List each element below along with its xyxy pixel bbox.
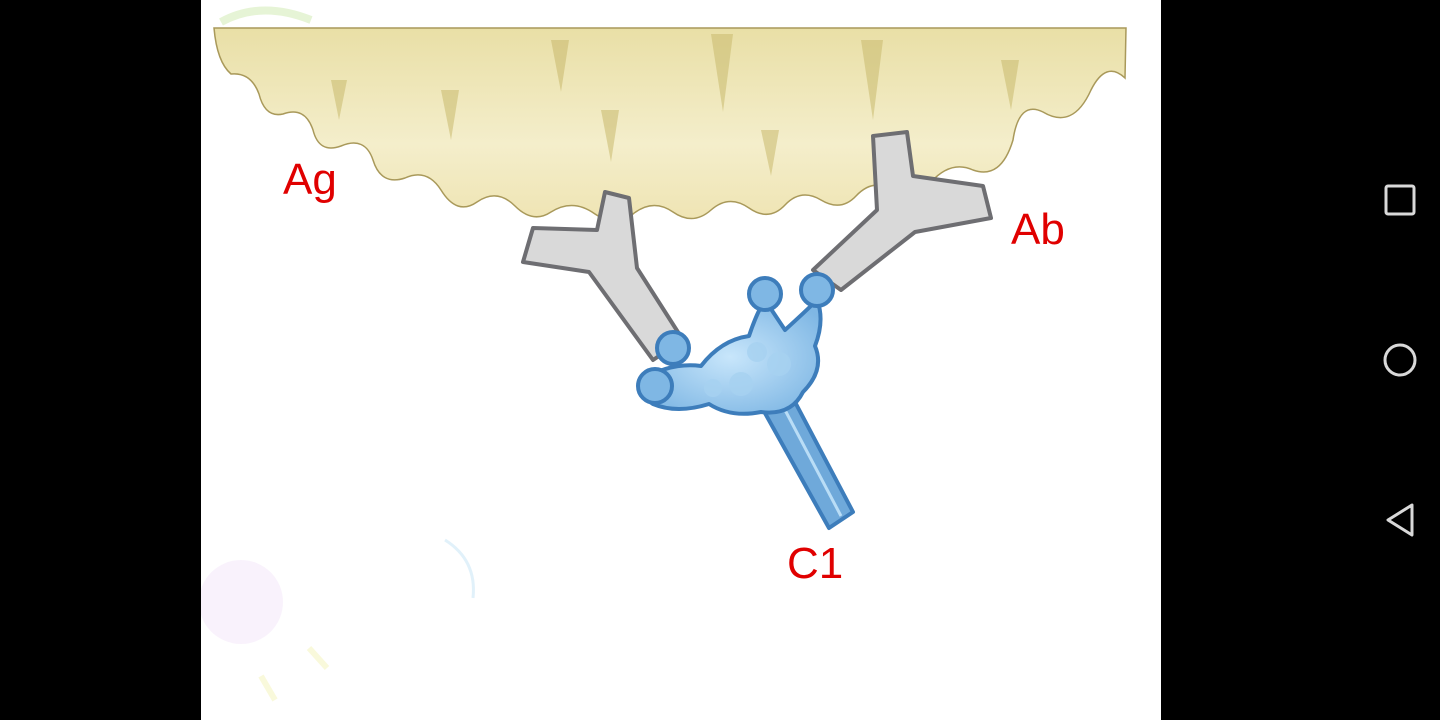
c1-complement bbox=[636, 272, 855, 530]
antibody-left bbox=[521, 190, 685, 362]
square-icon bbox=[1384, 184, 1416, 216]
antibody-right bbox=[811, 130, 993, 292]
complement-c1-label: C1 bbox=[787, 539, 844, 588]
antigen-surface bbox=[213, 27, 1127, 222]
antigen-label: Ag bbox=[283, 155, 337, 204]
background-decoration bbox=[201, 6, 475, 702]
antibody-label: Ab bbox=[1011, 205, 1065, 254]
triangle-back-icon bbox=[1386, 503, 1414, 537]
complement-binding-diagram bbox=[201, 6, 1127, 702]
back-button[interactable] bbox=[1375, 495, 1425, 545]
home-button[interactable] bbox=[1375, 335, 1425, 385]
presentation-slide: Ag Ab C1 bbox=[201, 0, 1161, 720]
recents-button[interactable] bbox=[1375, 175, 1425, 225]
navigation-bar bbox=[1361, 0, 1440, 720]
circle-icon bbox=[1383, 343, 1417, 377]
